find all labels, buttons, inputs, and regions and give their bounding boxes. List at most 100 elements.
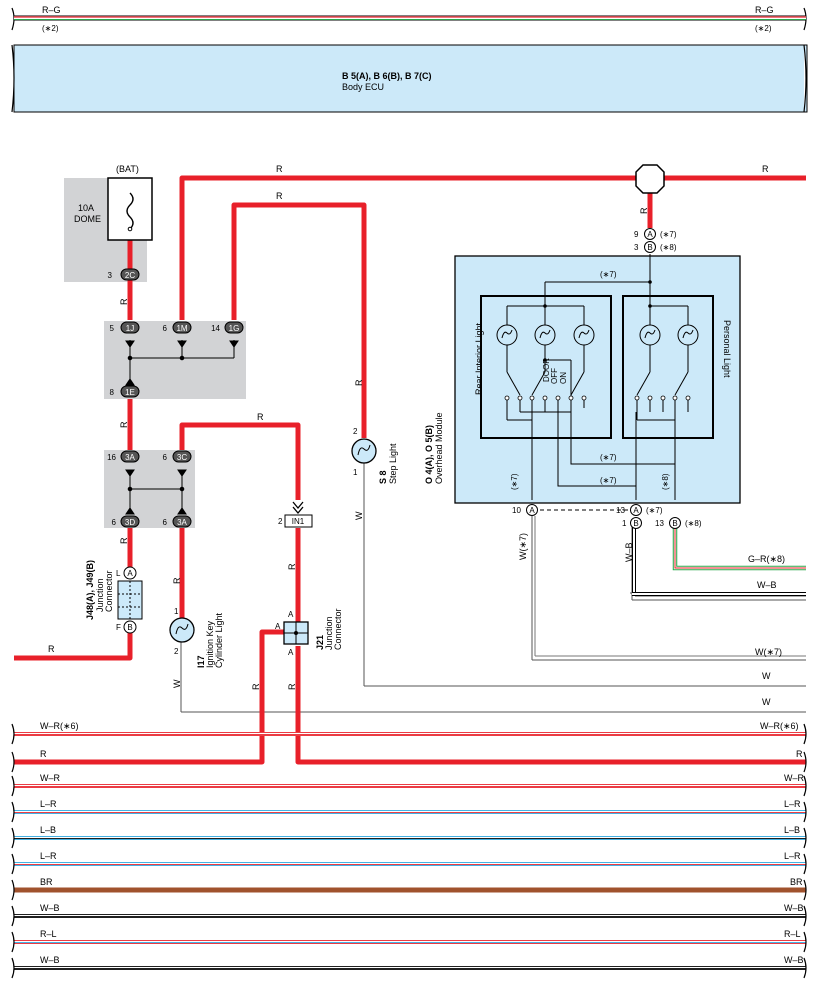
svg-text:G–R(∗8): G–R(∗8): [748, 554, 785, 564]
svg-text:(∗7): (∗7): [600, 270, 617, 279]
wire-wb-module: [632, 527, 806, 596]
j21-code: J21: [315, 635, 325, 650]
svg-text:3A: 3A: [125, 453, 135, 462]
svg-text:A: A: [288, 648, 294, 657]
svg-text:A: A: [647, 230, 653, 239]
svg-text:L: L: [116, 569, 121, 578]
wire-gr-module: [672, 528, 806, 571]
svg-text:6: 6: [163, 453, 168, 462]
svg-text:(∗7): (∗7): [600, 453, 617, 462]
step-light-s8: 2 1 S 8 Step Light: [351, 427, 398, 484]
bus-wire-label-right: W–B: [784, 903, 804, 913]
connector-1J: 1J 5: [110, 321, 140, 334]
svg-text:DOOR: DOOR: [542, 358, 551, 382]
top-wire-label-right: R–G: [755, 5, 774, 15]
bus-wire-label-left: W–B: [40, 955, 60, 965]
connector-2C: 2C 3: [108, 268, 140, 281]
svg-text:W: W: [762, 697, 771, 707]
connector-1G: 1G 14: [211, 321, 244, 334]
junction-block-1-internal: [125, 340, 239, 386]
connector-3A-bottom: 3A 6: [163, 515, 192, 528]
svg-text:14: 14: [211, 324, 220, 333]
connector-3A-top: 3A 16: [107, 450, 140, 463]
bus-wire-label-right: L–R: [784, 851, 801, 861]
svg-text:Junction: Junction: [324, 616, 334, 650]
rear-interior-light-label: Rear Interior Light: [474, 322, 484, 395]
bus-wire-8: W–B W–B: [11, 903, 807, 927]
svg-text:R: R: [354, 379, 364, 386]
svg-text:B: B: [633, 519, 638, 528]
svg-text:A: A: [127, 569, 133, 578]
svg-text:3: 3: [634, 243, 639, 252]
svg-text:1E: 1E: [125, 388, 135, 397]
bus-wire-label-left: BR: [40, 877, 53, 887]
svg-text:Junction: Junction: [95, 578, 105, 612]
svg-text:R: R: [762, 164, 769, 174]
svg-text:Overhead Module: Overhead Module: [434, 412, 444, 484]
bus-wire-label-left: R: [40, 749, 47, 759]
svg-text:Connector: Connector: [333, 608, 343, 650]
overhead-module: Rear Interior Light Personal Light O 4(A…: [424, 228, 741, 529]
svg-text:3C: 3C: [177, 453, 187, 462]
svg-text:F: F: [116, 623, 121, 632]
fuse-source: (BAT): [116, 164, 139, 174]
ecu-name: Body ECU: [342, 82, 384, 92]
svg-text:B: B: [647, 243, 652, 252]
svg-text:W: W: [354, 511, 364, 520]
svg-text:3D: 3D: [125, 518, 135, 527]
svg-text:W: W: [762, 671, 771, 681]
svg-text:8: 8: [110, 388, 115, 397]
svg-text:W–B: W–B: [757, 580, 777, 590]
svg-text:W(∗7): W(∗7): [518, 533, 528, 560]
ecu-code: B 5(A), B 6(B), B 7(C): [342, 71, 432, 81]
top-wire-note-right: (∗2): [755, 24, 772, 33]
svg-text:6: 6: [163, 518, 168, 527]
svg-text:1G: 1G: [229, 324, 240, 333]
svg-text:3: 3: [108, 271, 113, 280]
svg-text:R: R: [119, 421, 129, 428]
w-labels: W W W(∗7) W–B W(∗7) W W W–B G–R(∗8): [172, 511, 785, 707]
junction-connector-j21: A A A J21 Junction Connector: [275, 608, 343, 657]
connector-1E: 1E 8: [110, 385, 140, 398]
wire-w7: [534, 516, 806, 657]
connector-in1: IN1 2: [278, 501, 313, 528]
svg-text:R: R: [287, 683, 297, 690]
ignition-key-cylinder-light: 1 2 I17 Ignition Key Cylinder Light: [169, 607, 224, 668]
svg-text:W: W: [172, 679, 182, 688]
svg-text:2: 2: [353, 427, 358, 436]
svg-text:A: A: [633, 506, 639, 515]
svg-text:3A: 3A: [177, 518, 187, 527]
svg-text:(∗7): (∗7): [510, 473, 519, 490]
svg-text:13: 13: [616, 506, 625, 515]
bus-wire-label-right: R–L: [784, 929, 801, 939]
svg-text:A: A: [288, 610, 294, 619]
bus-wire-label-left: L–B: [40, 825, 56, 835]
svg-text:(∗7): (∗7): [646, 506, 663, 515]
splice-point: [635, 164, 665, 194]
svg-text:1M: 1M: [176, 324, 187, 333]
red-wires: [14, 175, 806, 765]
svg-text:R: R: [119, 298, 129, 305]
svg-text:R: R: [287, 563, 297, 570]
svg-text:Ignition Key: Ignition Key: [205, 620, 215, 668]
svg-text:IN1: IN1: [292, 517, 305, 526]
bus-wire-label-left: W–B: [40, 903, 60, 913]
bus-wire-label-right: W–B: [784, 955, 804, 965]
svg-text:R: R: [48, 644, 55, 654]
svg-text:R: R: [276, 191, 283, 201]
svg-text:1: 1: [353, 468, 358, 477]
fuse-10a-dome: (BAT) 10A DOME: [74, 164, 153, 241]
svg-text:ON: ON: [559, 372, 568, 384]
svg-text:9: 9: [634, 230, 639, 239]
svg-text:A: A: [529, 506, 535, 515]
bus-wire-1: W–R(∗6)W–R(∗6): [11, 721, 807, 745]
